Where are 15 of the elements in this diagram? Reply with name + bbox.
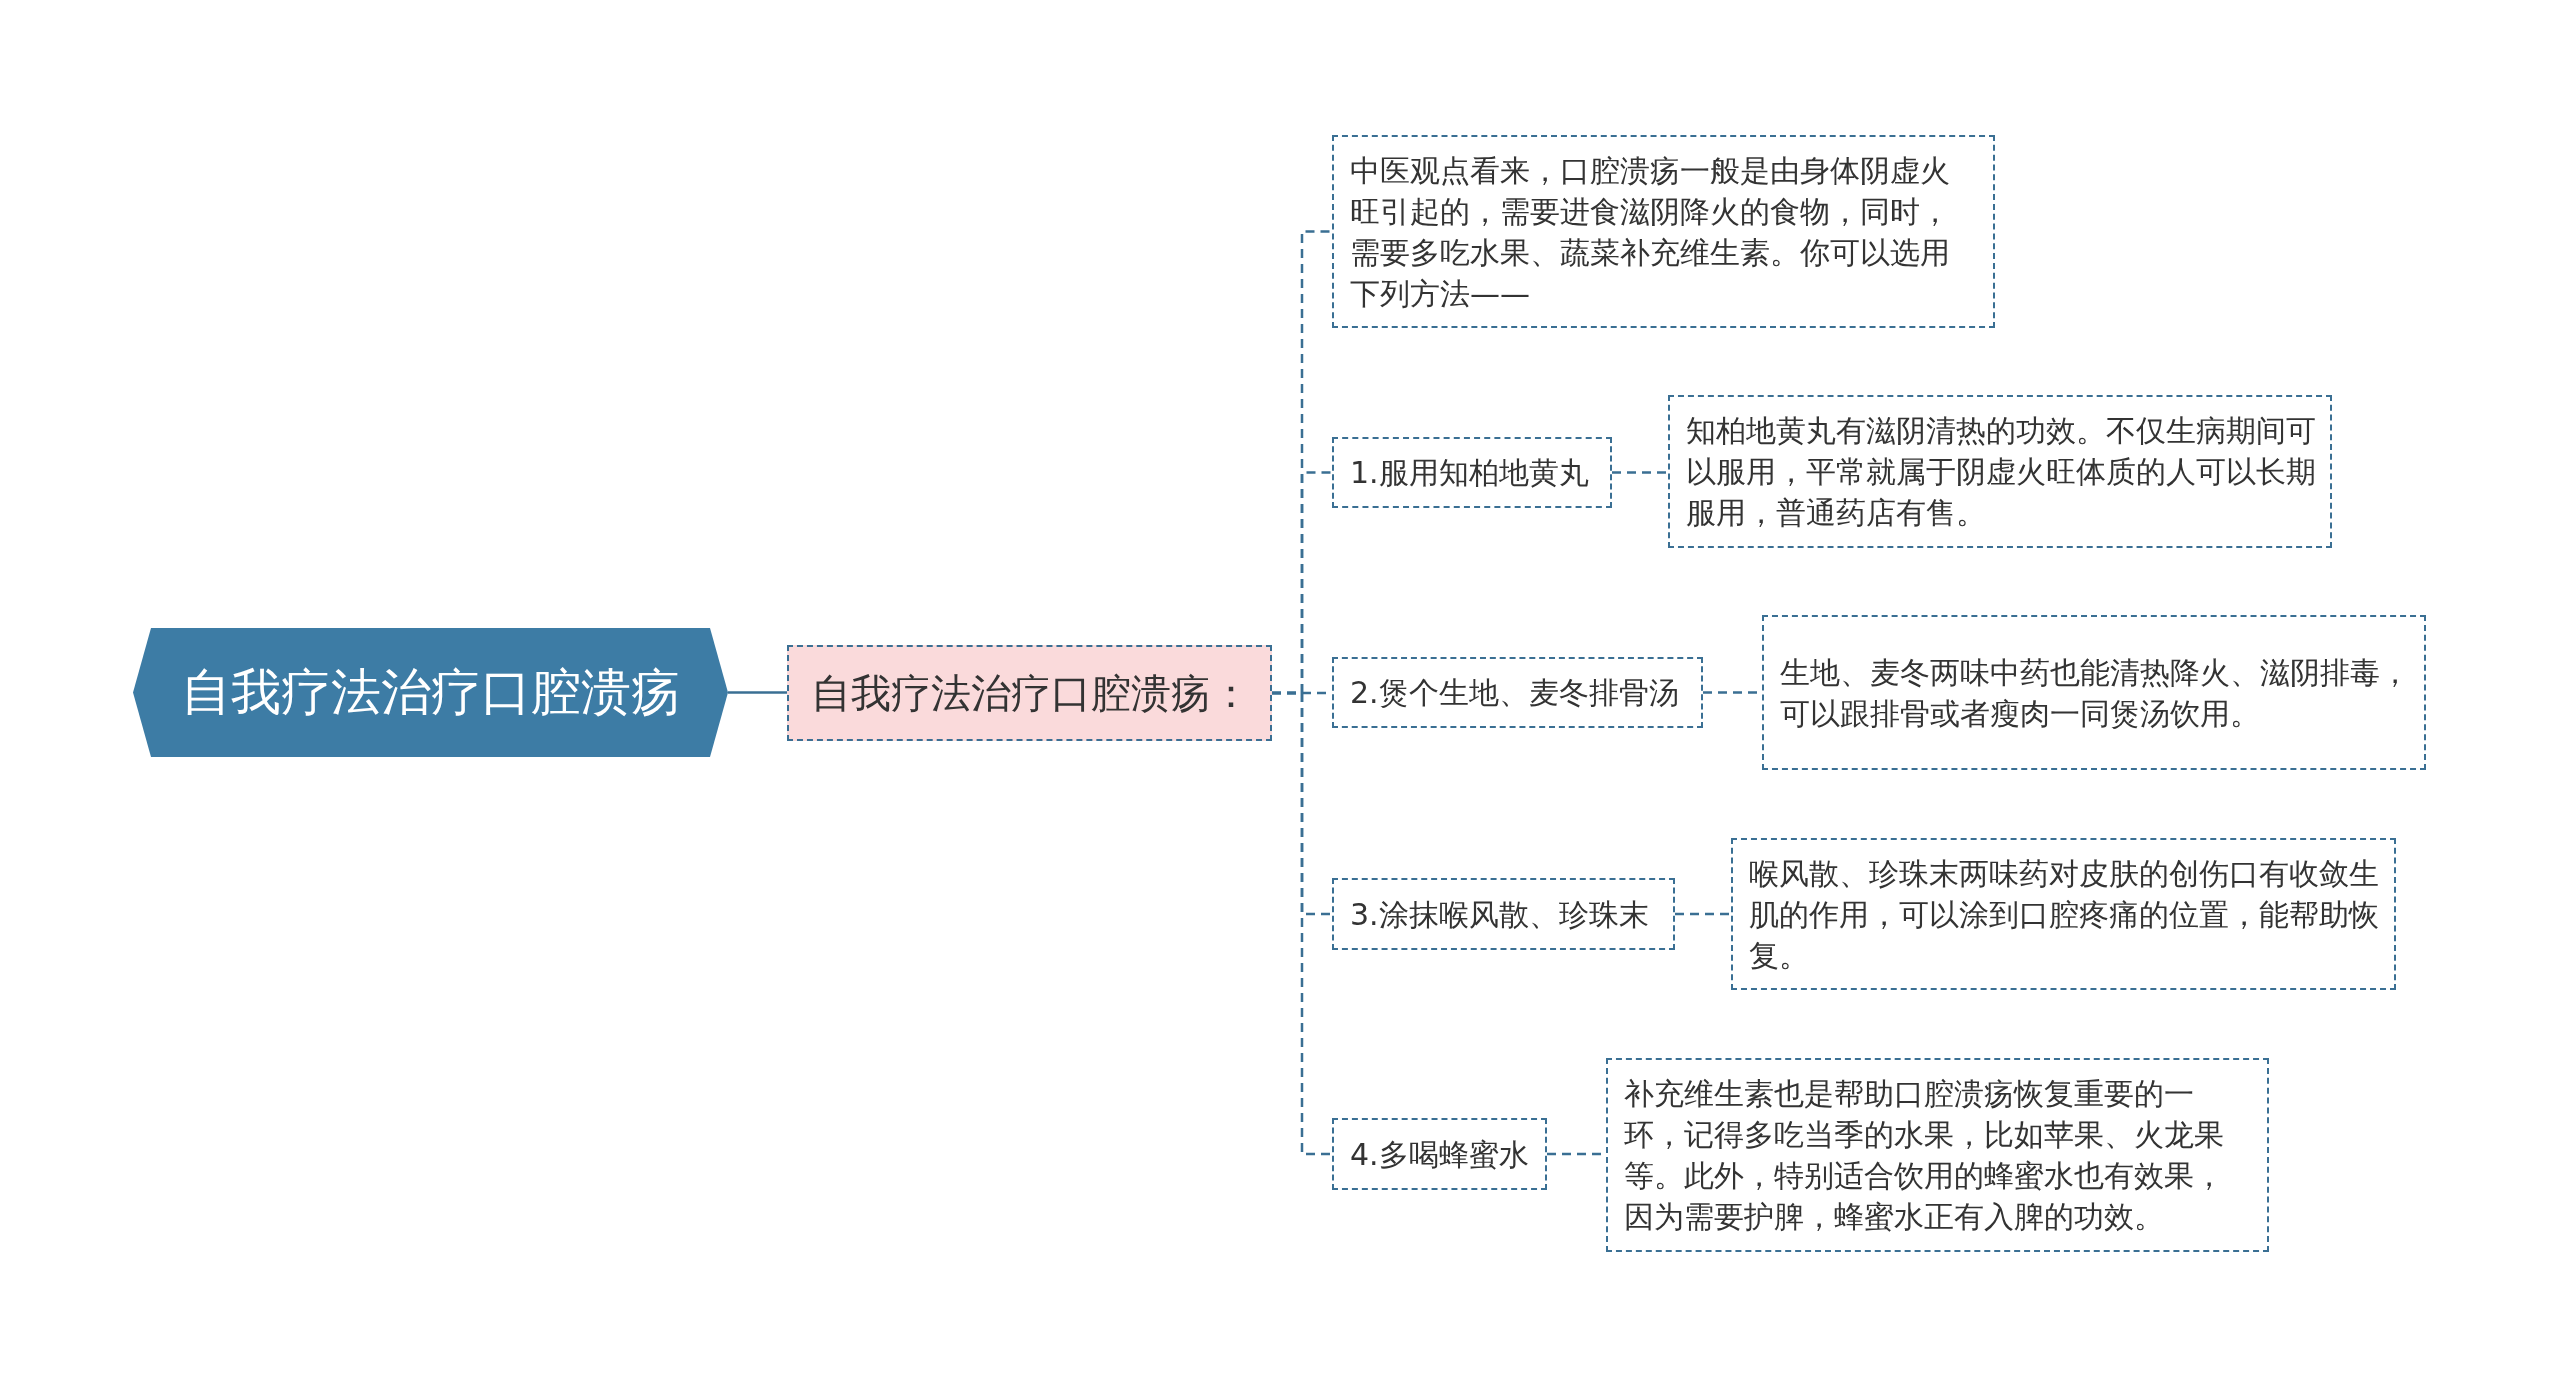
text-box: 补充维生素也是帮助口腔溃疡恢复重要的一环，记得多吃当季的水果，比如苹果、火龙果等。此外，特别适合饮用的蜂蜜水也有效果，因为需要护脾，蜂蜜水正有入脾的功效。 [1606,1058,2269,1252]
text-box: 4.多喝蜂蜜水 [1332,1118,1547,1190]
connector-line [1675,912,1731,916]
connector-line [1612,471,1668,474]
connector-line [1272,691,1332,1156]
text-box: 3.涂抹喉风散、珍珠末 [1332,878,1675,950]
hexagon-node: 自我疗法治疗口腔溃疡 [133,628,728,757]
topic-box: 自我疗法治疗口腔溃疡： [787,645,1272,741]
text-box: 喉风散、珍珠末两味药对皮肤的创伤口有收敛生肌的作用，可以涂到口腔疼痛的位置，能帮助恢复。 [1731,838,2396,990]
text-box: 2.煲个生地、麦冬排骨汤 [1332,657,1703,728]
text-box: 知柏地黄丸有滋阴清热的功效。不仅生病期间可以服用，平常就属于阴虚火旺体质的人可以长期服用，普通药店有售。 [1668,395,2332,548]
text-box: 中医观点看来，口腔溃疡一般是由身体阴虚火旺引起的，需要进食滋阴降火的食物，同时，需要多吃水果、蔬菜补充维生素。你可以选用下列方法—— [1332,135,1995,328]
text-box: 1.服用知柏地黄丸 [1332,437,1612,508]
text-box: 生地、麦冬两味中药也能清热降火、滋阴排毒，可以跟排骨或者瘦肉一同煲汤饮用。 [1762,615,2426,770]
connector-line [728,691,787,694]
